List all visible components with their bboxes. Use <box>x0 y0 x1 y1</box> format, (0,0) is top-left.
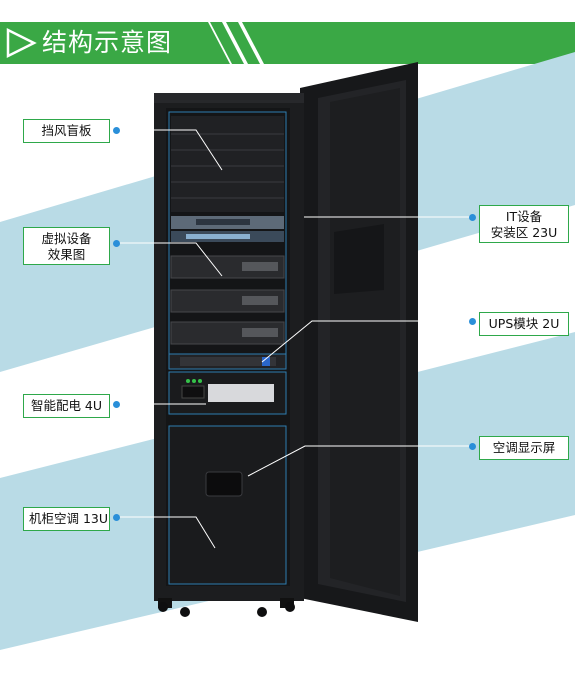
air-conditioner-unit <box>168 425 287 585</box>
page-title: 结构示意图 <box>42 28 173 57</box>
server-3 <box>170 321 285 345</box>
banner-shape <box>0 22 575 64</box>
callout-ups-module: UPS模块 2U <box>479 312 569 336</box>
pdu-unit <box>168 371 287 415</box>
door-handle-recess <box>334 224 384 294</box>
leader-dot <box>469 318 476 325</box>
callout-label: UPS模块 2U <box>488 316 560 331</box>
network-switch <box>171 216 284 242</box>
leader-dot <box>113 240 120 247</box>
callout-smart-pdu: 智能配电 4U <box>23 394 110 418</box>
callout-label-line2: 安装区 23U <box>490 225 558 240</box>
callout-ac-display: 空调显示屏 <box>479 436 569 460</box>
leader-lines <box>116 129 472 549</box>
callout-label-line1: 虚拟设备 <box>41 231 92 246</box>
callout-label-line2: 效果图 <box>47 247 86 262</box>
server-2 <box>170 289 285 313</box>
callout-virtual-devices: 虚拟设备 效果图 <box>23 227 110 265</box>
leader-dot <box>113 401 120 408</box>
blanking-panels <box>171 116 284 212</box>
server-1 <box>170 255 285 279</box>
callout-label-line1: IT设备 <box>505 209 543 224</box>
cabinet-body <box>154 93 304 617</box>
play-triangle-icon <box>6 27 37 59</box>
callout-cabinet-ac: 机柜空调 13U <box>23 507 110 531</box>
leader-dot <box>469 214 476 221</box>
callout-label: 空调显示屏 <box>492 440 556 455</box>
callout-it-area: IT设备 安装区 23U <box>479 205 569 243</box>
ups-unit <box>168 353 287 370</box>
callout-label: 挡风盲板 <box>41 123 92 138</box>
header-banner: 结构示意图 <box>0 22 575 64</box>
callout-label: 机柜空调 13U <box>29 511 109 526</box>
cabinet-door <box>300 62 418 622</box>
callout-blanking-panel: 挡风盲板 <box>23 119 110 143</box>
leader-dot <box>469 443 476 450</box>
callout-label: 智能配电 4U <box>30 398 103 413</box>
leader-dot <box>113 127 120 134</box>
leader-dot <box>113 514 120 521</box>
